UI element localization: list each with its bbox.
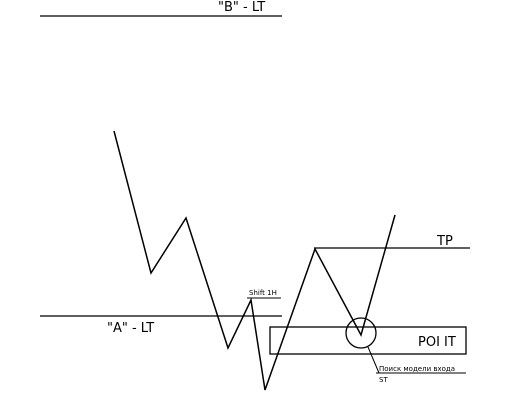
poi-zone [269,326,467,355]
annotation-leader [367,346,380,374]
poi-label: POI IT [418,335,456,350]
shift-label: Shift 1H [249,289,277,297]
timeframe-label: ST [379,376,388,384]
level-a-label: "A" - LT [107,321,154,336]
price-path [113,130,396,391]
tp-label: TP [436,234,453,249]
entry-search-circle [345,317,377,349]
level-b-label: "B" - LT [218,0,265,15]
search-model-label: Поиск модели входа [379,365,455,373]
